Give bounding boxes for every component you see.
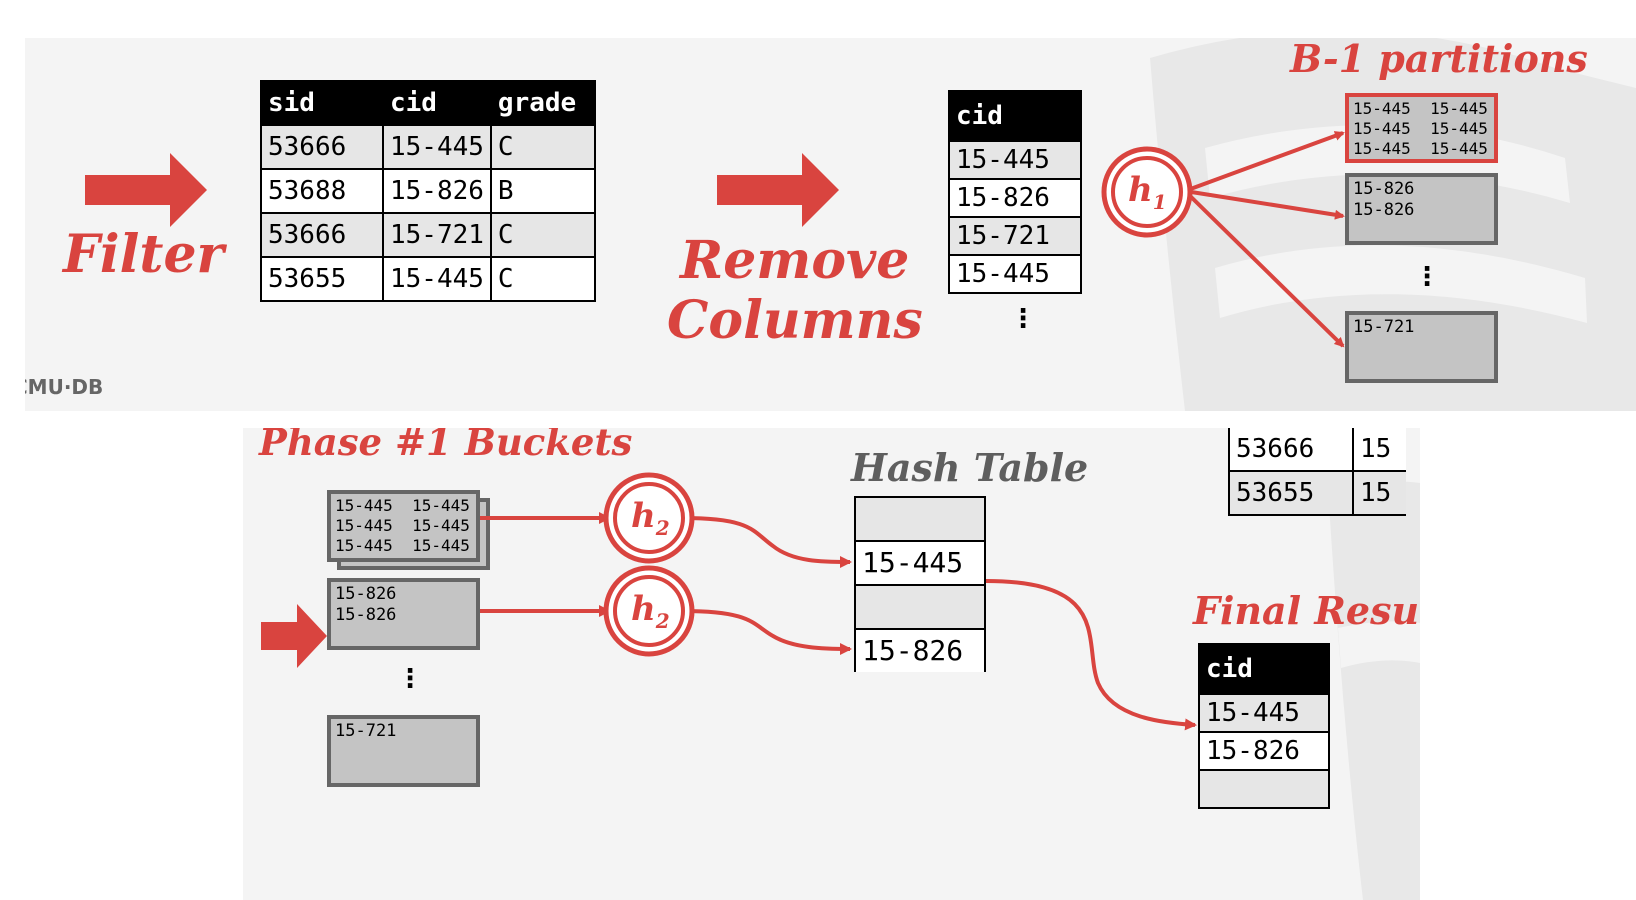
table-cell: 53688 (260, 168, 384, 214)
footer-logo-text: CMU·DB (25, 375, 104, 399)
table-cell: 15-826 (948, 178, 1082, 218)
filter-arrow (85, 153, 207, 227)
column-header: cid (1198, 643, 1330, 695)
top-panel: Filter sid cid grade 53666 15-445 C 5368… (25, 38, 1636, 411)
bottom-panel: Phase #1 Buckets Hash Table Final Result… (243, 428, 1420, 900)
partition-arrows (1101, 131, 1345, 348)
more-rows-icon: ⋮ (1010, 304, 1036, 334)
table-cell: 53666 (260, 124, 384, 170)
partition-bucket: 15-445 15-445 15-445 15-445 15-445 15-44… (1345, 93, 1498, 163)
table-cell: C (489, 212, 596, 258)
hash-table: 15-445 15-826 (854, 496, 986, 672)
remove-label-line1: Remove (680, 230, 910, 291)
hash-slot (856, 498, 984, 542)
hash-slot: 15-826 (856, 630, 984, 672)
table-cell: 15-445 (382, 124, 492, 170)
table-row: 15-826 (948, 178, 1082, 218)
hash-slot: 15-445 (856, 542, 984, 586)
probe-arrows (480, 472, 1197, 731)
table-row: 15-445 (1198, 693, 1330, 733)
phase1-bucket: 15-826 15-826 (327, 578, 480, 650)
table-cell: 15 (1352, 470, 1406, 516)
table-cell: 15-445 (382, 256, 492, 302)
table-cell: 15-445 (948, 254, 1082, 294)
hash-fn-subscript: 2 (655, 608, 670, 633)
table-cell: 53655 (1228, 470, 1354, 516)
remove-label-line2: Columns (667, 290, 923, 351)
table-row: 53666 15-445 C (260, 124, 596, 170)
hash-function-h1: h1 (1128, 170, 1167, 214)
column-header: cid (382, 80, 492, 126)
more-partitions-icon: ⋮ (1414, 262, 1440, 292)
hash-fn-name: h (631, 589, 656, 629)
table-cell: 15-721 (382, 212, 492, 258)
table-cell: 53655 (260, 256, 384, 302)
final-result-title: Final Result (1193, 588, 1420, 633)
table-cell: C (489, 124, 596, 170)
hash-function-h2: h2 (631, 496, 670, 540)
hash-function-h2: h2 (631, 589, 670, 633)
hash-fn-name: h (631, 496, 656, 536)
partition-bucket: 15-826 15-826 (1345, 173, 1498, 245)
phase1-bucket: 15-721 (327, 715, 480, 787)
buckets-title: Phase #1 Buckets (259, 428, 633, 464)
final-result-table: cid 15-445 15-826 (1198, 643, 1330, 809)
table-cell: 15-721 (948, 216, 1082, 256)
table-row: 53688 15-826 B (260, 168, 596, 214)
table-row: 53666 15 (1228, 428, 1406, 472)
hash-table-title: Hash Table (851, 445, 1089, 490)
table-cell: B (489, 168, 596, 214)
source-table: sid cid grade 53666 15-445 C 53688 15-82… (260, 80, 596, 302)
table-cell: 15-445 (948, 140, 1082, 180)
current-bucket-arrow (261, 604, 327, 668)
background-logo-art (1328, 481, 1420, 900)
table-cell: C (489, 256, 596, 302)
partition-bucket: 15-721 (1345, 311, 1498, 383)
hash-fn-subscript: 1 (1152, 189, 1167, 214)
table-cell (1198, 769, 1330, 809)
table-row: 15-445 (948, 140, 1082, 180)
table-row: 53666 15-721 C (260, 212, 596, 258)
table-row: 53655 15 (1228, 470, 1406, 516)
cid-table: cid 15-445 15-826 15-721 15-445 (948, 90, 1082, 294)
table-row: 53655 15-445 C (260, 256, 596, 302)
table-row (1198, 769, 1330, 809)
hash-slot (856, 586, 984, 630)
table-cell: 53666 (260, 212, 384, 258)
table-cell: 53666 (1228, 428, 1354, 472)
column-header: cid (948, 90, 1082, 142)
hash-fn-subscript: 2 (655, 515, 670, 540)
table-row: 15-721 (948, 216, 1082, 256)
table-row: 15-445 (948, 254, 1082, 294)
source-table-fragment: 53666 15 53655 15 (1228, 428, 1406, 516)
table-cell: 15-826 (382, 168, 492, 214)
table-row: 15-826 (1198, 731, 1330, 771)
table-cell: 15 (1352, 428, 1406, 472)
column-header: sid (260, 80, 384, 126)
more-buckets-icon: ⋮ (397, 664, 423, 694)
hash-fn-name: h (1128, 170, 1153, 210)
table-cell: 15-826 (1198, 731, 1330, 771)
partitions-title: B-1 partitions (1290, 38, 1588, 81)
phase1-bucket: 15-445 15-445 15-445 15-445 15-445 15-44… (327, 490, 480, 562)
table-cell: 15-445 (1198, 693, 1330, 733)
filter-label: Filter (63, 224, 224, 285)
column-header: grade (489, 80, 596, 126)
remove-columns-arrow (717, 153, 839, 227)
